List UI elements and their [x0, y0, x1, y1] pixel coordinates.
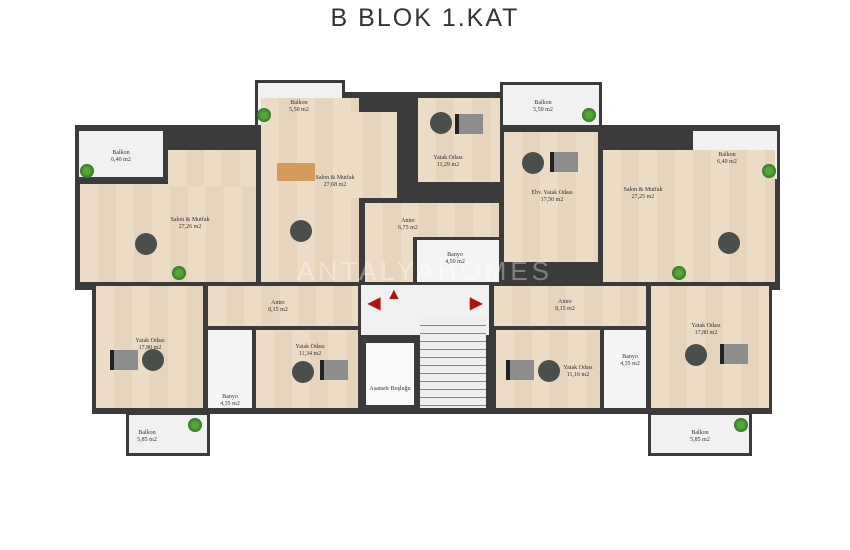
room-antre-bottom-right: [494, 286, 646, 326]
dining-table-icon: [277, 163, 315, 181]
room-banyo-bottom-right: [604, 330, 646, 408]
room-salon-middle-upper: [345, 112, 397, 198]
plant-icon: [762, 164, 776, 178]
plant-icon: [257, 108, 271, 122]
plant-icon: [172, 266, 186, 280]
room-antre-top: [365, 203, 499, 237]
room-salon-right: [603, 150, 775, 282]
plant-icon: [188, 418, 202, 432]
room-antre-bottom-left: [208, 286, 358, 326]
balcony-bottom-right: [648, 412, 752, 456]
plant-icon: [734, 418, 748, 432]
room-salon-left-upper: [168, 150, 256, 186]
bed-icon: [506, 360, 534, 380]
bed-icon: [320, 360, 348, 380]
room-antre-top-low: [365, 237, 413, 282]
room-yatak-top: [418, 98, 500, 182]
plant-icon: [80, 164, 94, 178]
bed-icon: [550, 152, 578, 172]
rug-icon: [135, 233, 157, 255]
rug-icon: [538, 360, 560, 382]
room-yatak-bottom-left: [96, 286, 203, 408]
entrance-arrow-right-icon: ▶: [470, 295, 483, 312]
entrance-arrow-left-icon: ◀: [368, 295, 381, 312]
room-yatak-bottom-right: [651, 286, 769, 408]
plan-title: B BLOK 1.KAT: [330, 4, 520, 32]
bed-icon: [110, 350, 138, 370]
bed-icon: [720, 344, 748, 364]
label-asansor: Asansör Boşluğu: [369, 386, 411, 392]
room-banyo-bottom-left: [208, 330, 252, 408]
bed-icon: [455, 114, 483, 134]
rug-icon: [430, 112, 452, 134]
entrance-arrow-up-icon: ▲: [386, 286, 402, 303]
plant-icon: [582, 108, 596, 122]
rug-icon: [522, 152, 544, 174]
elevator-shaft: [366, 343, 414, 405]
watermark: ANTALYAHOMES: [296, 256, 554, 286]
rug-icon: [685, 344, 707, 366]
room-banyo-top: [417, 240, 499, 282]
rug-icon: [290, 220, 312, 242]
room-salon-middle: [261, 98, 359, 282]
staircase: [420, 318, 486, 408]
rug-icon: [142, 349, 164, 371]
rug-icon: [292, 361, 314, 383]
plant-icon: [672, 266, 686, 280]
rug-icon: [718, 232, 740, 254]
room-salon-left: [80, 184, 256, 282]
